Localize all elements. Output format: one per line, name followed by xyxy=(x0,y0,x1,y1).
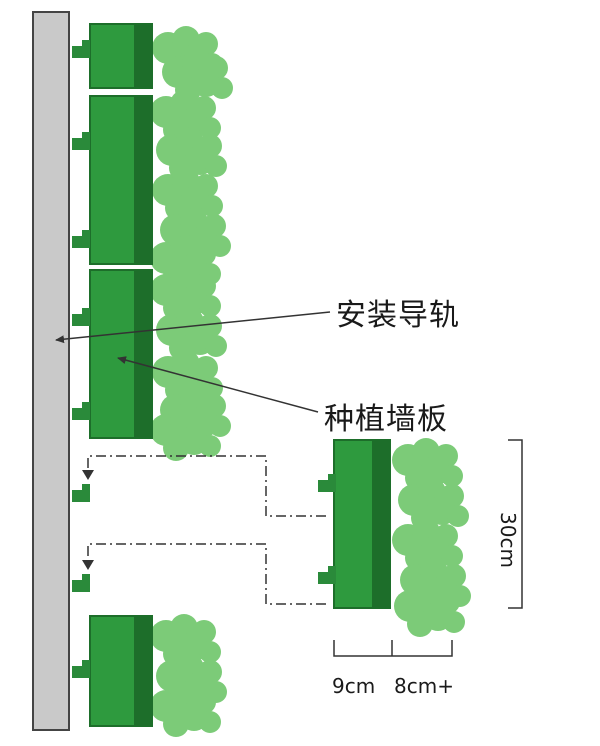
width-dimension-bracket xyxy=(333,640,453,657)
install-guide-lines xyxy=(87,455,326,605)
wall-slab xyxy=(32,11,70,731)
back-width-label: 8cm+ xyxy=(394,674,454,698)
plants-4 xyxy=(150,614,227,737)
plants-3 xyxy=(150,268,231,461)
plants-1 xyxy=(152,26,233,103)
front-width-label: 9cm xyxy=(332,674,376,698)
empty-rail-clips xyxy=(72,484,90,592)
module-3 xyxy=(72,268,231,461)
rail-leader-line xyxy=(55,311,331,344)
module-detached xyxy=(318,438,471,637)
plants-detached xyxy=(392,438,471,637)
height-dimension-bracket xyxy=(508,439,523,609)
install-guide-arrows xyxy=(82,470,94,570)
panel-leader-line xyxy=(117,356,319,413)
module-4 xyxy=(72,614,227,737)
plants-2 xyxy=(150,90,231,289)
panel-label: 种植墙板 xyxy=(324,402,448,437)
module-2 xyxy=(72,90,231,289)
rail-label: 安装导轨 xyxy=(336,298,460,333)
module-1 xyxy=(72,23,233,103)
height-label: 30cm xyxy=(496,512,520,568)
